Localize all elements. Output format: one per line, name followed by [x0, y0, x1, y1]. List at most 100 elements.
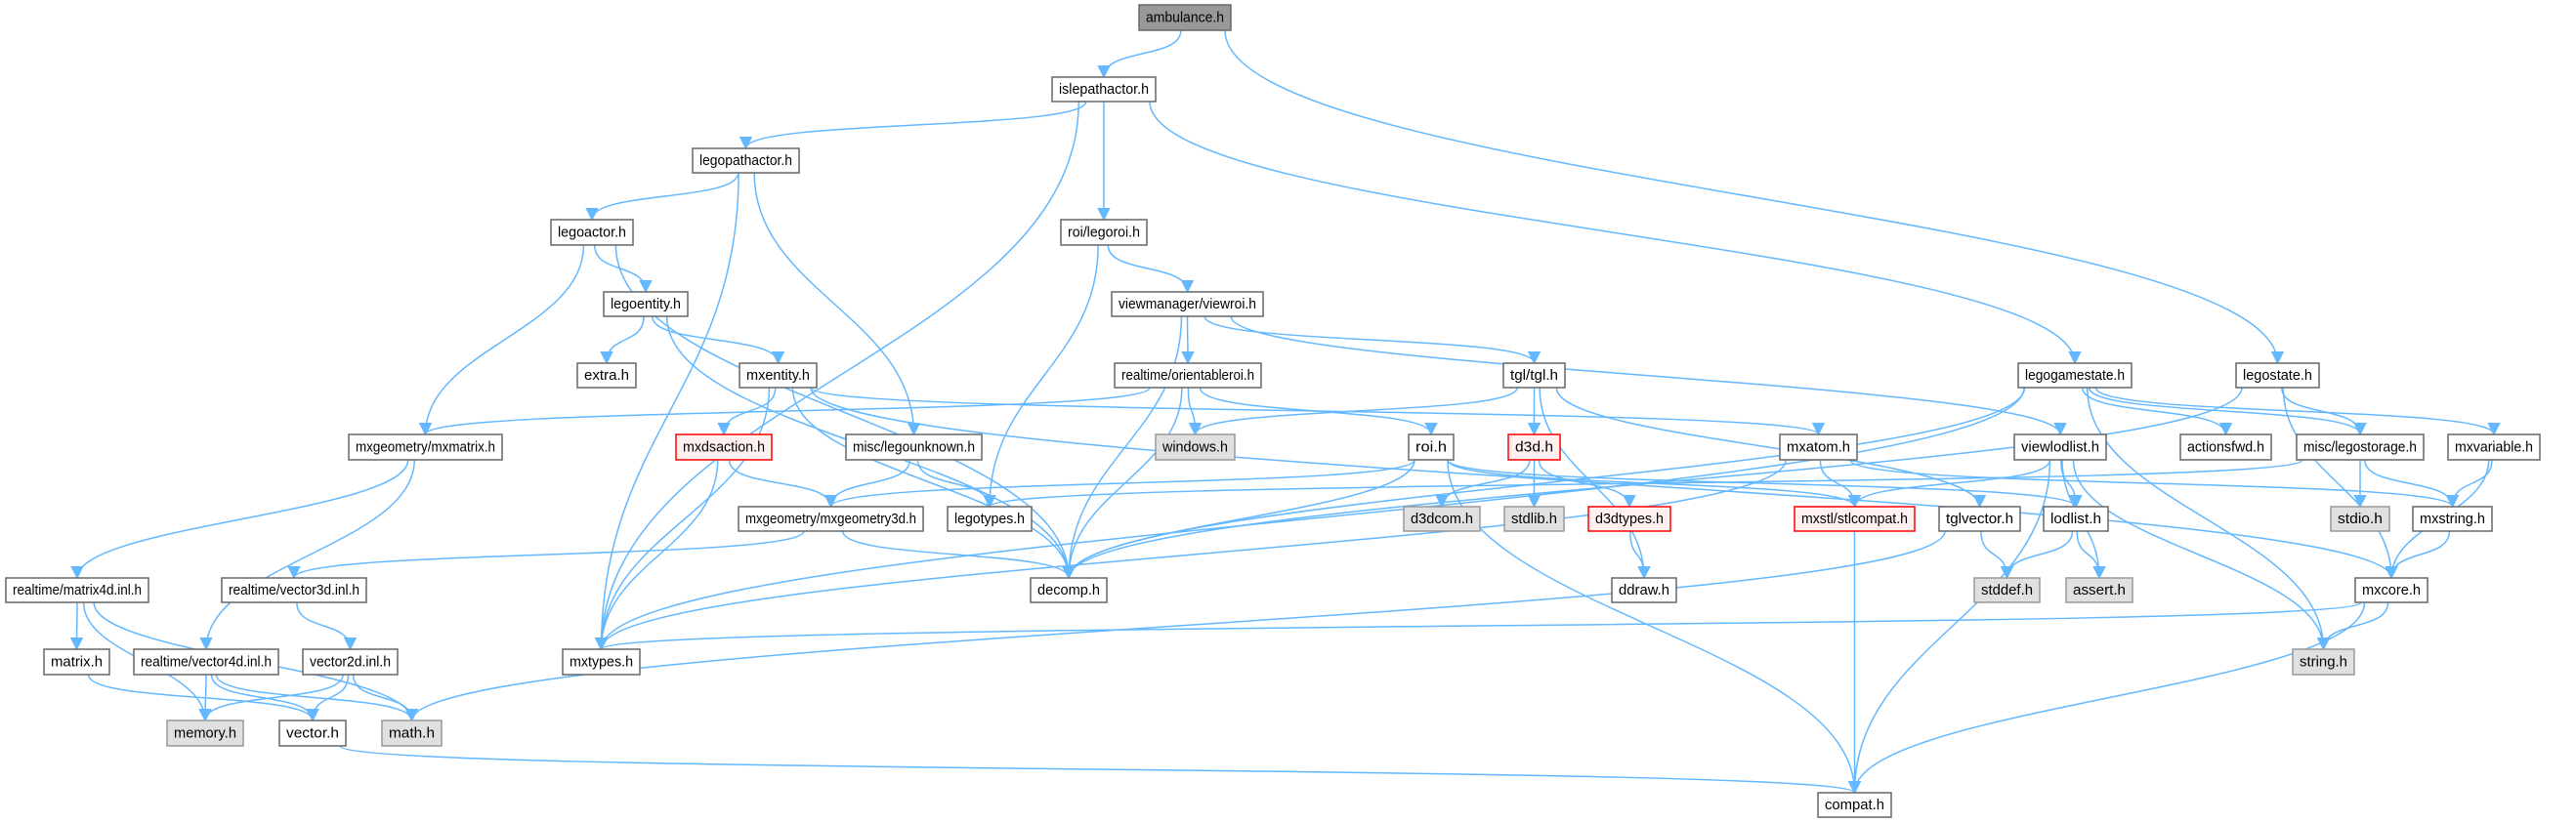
node-label: misc/legounknown.h: [853, 439, 975, 456]
node-matrix4d[interactable]: realtime/matrix4d.inl.h: [5, 577, 149, 603]
node-legounknown[interactable]: misc/legounknown.h: [845, 433, 983, 461]
node-box: [1611, 577, 1677, 603]
node-stlcompat[interactable]: mxstl/stlcompat.h: [1794, 506, 1916, 532]
edge-vector3d-to-vector2d: [296, 601, 358, 651]
node-label: string.h: [2300, 654, 2347, 671]
node-vector[interactable]: vector.h: [278, 720, 347, 747]
node-tgl[interactable]: tgl/tgl.h: [1502, 362, 1566, 389]
node-stdio[interactable]: stdio.h: [2330, 506, 2390, 532]
node-box: [221, 577, 367, 603]
node-mxmatrix[interactable]: mxgeometry/mxmatrix.h: [348, 433, 503, 461]
node-label: mxentity.h: [746, 367, 810, 384]
node-legostate[interactable]: legostate.h: [2235, 362, 2320, 389]
node-box: [675, 433, 773, 461]
node-assert[interactable]: assert.h: [2065, 577, 2133, 603]
node-d3dcom[interactable]: d3dcom.h: [1403, 506, 1481, 532]
edge-mxdsaction-to-mxtypes: [594, 459, 719, 651]
node-label: d3dtypes.h: [1595, 511, 1664, 527]
node-label: compat.h: [1825, 797, 1884, 813]
edge-legoroi-to-viewroi: [1107, 244, 1195, 294]
node-lodlist[interactable]: lodlist.h: [2043, 506, 2109, 532]
node-mxentity[interactable]: mxentity.h: [739, 362, 818, 389]
node-viewroi[interactable]: viewmanager/viewroi.h: [1111, 291, 1264, 317]
node-mxdsaction[interactable]: mxdsaction.h: [675, 433, 773, 461]
node-stddef[interactable]: stddef.h: [1973, 577, 2041, 603]
node-legostorage[interactable]: misc/legostorage.h: [2296, 433, 2425, 461]
node-label: mxatom.h: [1787, 439, 1850, 456]
edge-ambulance-to-legostate: [1224, 29, 2285, 365]
node-stdlib[interactable]: stdlib.h: [1503, 506, 1565, 532]
node-box: [947, 506, 1033, 532]
node-box: [562, 648, 641, 676]
edge-viewlodlist-to-lodlist: [2060, 459, 2083, 509]
node-tglvector[interactable]: tglvector.h: [1938, 506, 2021, 532]
node-box: [381, 720, 443, 747]
node-label: viewlodlist.h: [2021, 439, 2099, 456]
edge-viewroi-to-decomp: [1062, 315, 1183, 580]
edge-legostate-to-mxcore: [2282, 387, 2398, 580]
node-mxtypes[interactable]: mxtypes.h: [562, 648, 641, 676]
edge-legogamestate-to-actionsfwd: [2081, 387, 2233, 436]
node-box: [1114, 362, 1262, 389]
node-vector4d[interactable]: realtime/vector4d.inl.h: [133, 648, 279, 676]
node-vector3d[interactable]: realtime/vector3d.inl.h: [221, 577, 367, 603]
edge-mxentity-to-mxcore: [810, 387, 2398, 580]
node-legoentity[interactable]: legoentity.h: [603, 291, 689, 317]
edge-mxatom-to-mxtypes: [594, 459, 1787, 651]
node-mxcore[interactable]: mxcore.h: [2354, 577, 2428, 603]
node-label: realtime/vector3d.inl.h: [229, 582, 359, 598]
node-box: [2043, 506, 2109, 532]
node-box: [2013, 433, 2107, 461]
node-label: mxtypes.h: [570, 654, 633, 671]
node-ambulance[interactable]: ambulance.h: [1138, 4, 1232, 31]
node-mxstring[interactable]: mxstring.h: [2412, 506, 2493, 532]
node-vector2d[interactable]: vector2d.inl.h: [302, 648, 399, 676]
node-windows[interactable]: windows.h: [1155, 433, 1236, 461]
node-legogamestate[interactable]: legogamestate.h: [2017, 362, 2133, 389]
edge-d3d-to-d3dcom: [1435, 459, 1531, 509]
node-box: [43, 648, 110, 676]
node-box: [1111, 291, 1264, 317]
node-mxatom[interactable]: mxatom.h: [1779, 433, 1858, 461]
node-islepathactor[interactable]: islepathactor.h: [1051, 76, 1157, 103]
node-box: [1030, 577, 1108, 603]
edge-legopathactor-to-mxtypes: [594, 172, 739, 651]
node-legoroi[interactable]: roi/legoroi.h: [1060, 219, 1148, 246]
node-matrix[interactable]: matrix.h: [43, 648, 110, 676]
node-compat[interactable]: compat.h: [1817, 792, 1892, 818]
node-label: actionsfwd.h: [2187, 439, 2264, 456]
node-actionsfwd[interactable]: actionsfwd.h: [2179, 433, 2272, 461]
node-viewlodlist[interactable]: viewlodlist.h: [2013, 433, 2107, 461]
node-mxvariable[interactable]: mxvariable.h: [2447, 433, 2541, 461]
node-box: [5, 577, 149, 603]
node-label: realtime/orientableroi.h: [1121, 367, 1254, 384]
edge-legopathactor-to-legoactor: [585, 172, 739, 222]
node-box: [2354, 577, 2428, 603]
node-string[interactable]: string.h: [2292, 648, 2355, 676]
node-legopathactor[interactable]: legopathactor.h: [692, 147, 800, 174]
node-box: [1779, 433, 1858, 461]
node-d3d[interactable]: d3d.h: [1507, 433, 1561, 461]
node-decomp[interactable]: decomp.h: [1030, 577, 1108, 603]
edge-lodlist-to-stddef: [2000, 530, 2074, 580]
node-box: [1403, 506, 1481, 532]
node-extra[interactable]: extra.h: [576, 362, 637, 389]
node-ddraw[interactable]: ddraw.h: [1611, 577, 1677, 603]
node-legotypes[interactable]: legotypes.h: [947, 506, 1033, 532]
node-mxgeometry3d[interactable]: mxgeometry/mxgeometry3d.h: [738, 506, 924, 532]
node-math[interactable]: math.h: [381, 720, 443, 747]
node-label: d3dcom.h: [1411, 511, 1473, 527]
edge-tglvector-to-stddef: [1980, 530, 2014, 580]
edge-roi-to-lodlist: [1447, 459, 2083, 509]
node-label: islepathactor.h: [1059, 81, 1149, 98]
node-label: legostate.h: [2243, 367, 2312, 384]
node-roi[interactable]: roi.h: [1408, 433, 1455, 461]
node-legoactor[interactable]: legoactor.h: [550, 219, 634, 246]
node-label: mxgeometry/mxgeometry3d.h: [745, 511, 916, 527]
node-label: legopathactor.h: [699, 152, 792, 169]
node-memory[interactable]: memory.h: [166, 720, 244, 747]
node-d3dtypes[interactable]: d3dtypes.h: [1587, 506, 1671, 532]
node-orientableroi[interactable]: realtime/orientableroi.h: [1114, 362, 1262, 389]
edge-legogamestate-to-mxtypes: [594, 387, 2025, 651]
